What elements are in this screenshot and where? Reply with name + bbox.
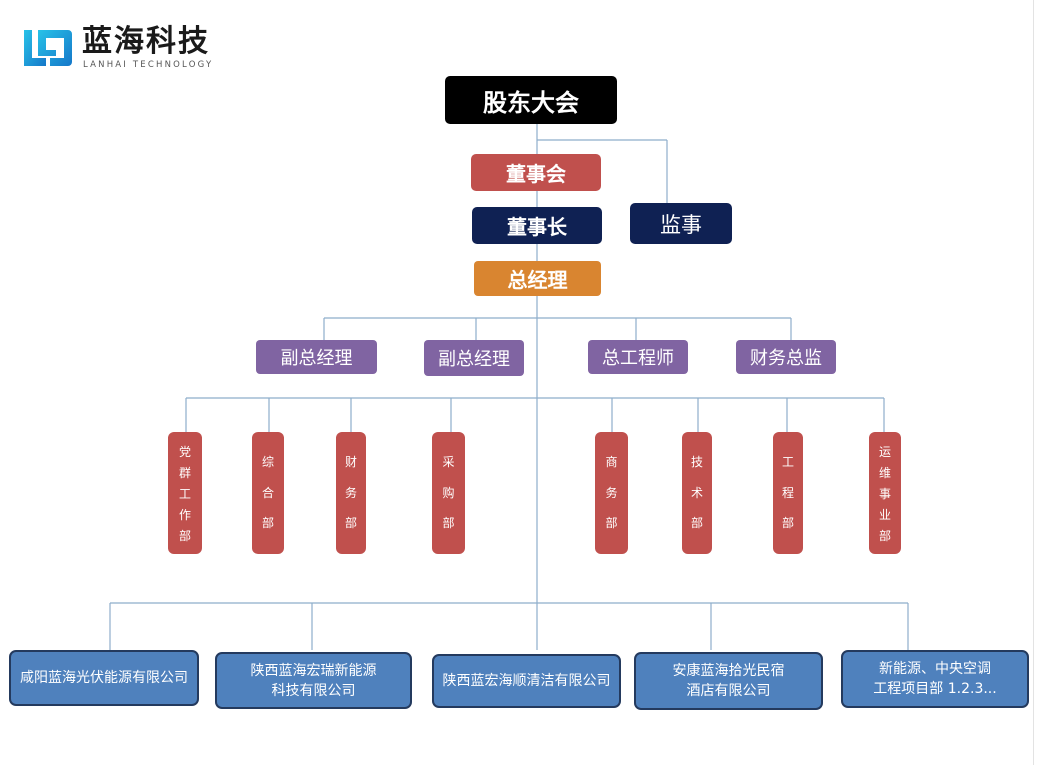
department-label-char: 工 (781, 454, 794, 469)
department-label-char: 部 (442, 516, 455, 531)
department-label-char: 工 (178, 487, 191, 501)
department-node: 党群工作部 (168, 432, 202, 554)
subsidiary-company-node: 新能源、中央空调 工程项目部 1.2.3... (841, 650, 1029, 708)
executive-node-deputy-gm-2: 副总经理 (424, 340, 524, 376)
department-label-char: 事 (878, 487, 891, 501)
logo-mark-icon (24, 30, 72, 66)
department-label-char: 采 (442, 454, 455, 469)
department-node: 工程部 (773, 432, 803, 554)
subsidiary-company-node: 陕西蓝海宏瑞新能源 科技有限公司 (215, 652, 412, 709)
department-label-char: 技 (690, 454, 703, 469)
department-label-char: 运 (878, 445, 891, 459)
department-label-char: 部 (690, 516, 703, 531)
department-node: 财务部 (336, 432, 366, 554)
department-label-char: 综 (261, 454, 274, 469)
department-label-char: 商 (605, 454, 618, 469)
department-label-char: 务 (605, 485, 618, 500)
department-label-char: 业 (878, 508, 891, 522)
department-label-char: 群 (178, 466, 191, 480)
company-logo: 蓝海科技 LANHAI TECHNOLOGY (20, 24, 240, 72)
board-of-directors-node: 董事会 (471, 154, 601, 191)
general-manager-node: 总经理 (474, 261, 601, 296)
logo-name-cn: 蓝海科技 (82, 24, 210, 59)
executive-node-deputy-gm-1: 副总经理 (256, 340, 377, 374)
department-label-char: 财 (344, 454, 357, 469)
chairman-node: 董事长 (472, 207, 602, 244)
shareholders-meeting-node: 股东大会 (445, 76, 617, 124)
department-node: 技术部 (682, 432, 712, 554)
department-label-char: 购 (442, 485, 455, 500)
department-label-char: 部 (605, 516, 618, 531)
supervisor-node: 监事 (630, 203, 732, 244)
department-label-char: 部 (781, 516, 794, 531)
subsidiary-company-node: 咸阳蓝海光伏能源有限公司 (9, 650, 199, 706)
department-label-char: 合 (261, 485, 274, 500)
department-label-char: 部 (261, 516, 274, 531)
department-label-char: 部 (344, 516, 357, 531)
department-label-char: 术 (690, 485, 703, 500)
department-node: 运维事业部 (869, 432, 901, 554)
department-label-char: 程 (781, 485, 794, 500)
department-label-char: 务 (344, 485, 357, 500)
department-node: 综合部 (252, 432, 284, 554)
department-label-char: 作 (178, 508, 191, 522)
department-label-char: 党 (178, 445, 191, 459)
subsidiary-company-node: 安康蓝海拾光民宿 酒店有限公司 (634, 652, 823, 710)
executive-node-cfo: 财务总监 (736, 340, 836, 374)
subsidiary-company-node: 陕西蓝宏海顺清洁有限公司 (432, 654, 621, 708)
department-node: 商务部 (595, 432, 628, 554)
department-node: 采购部 (432, 432, 465, 554)
department-label-char: 部 (178, 529, 191, 543)
page-edge-rule (1033, 0, 1034, 765)
department-label-char: 维 (878, 466, 891, 480)
executive-node-chief-engineer: 总工程师 (588, 340, 688, 374)
department-label-char: 部 (878, 529, 891, 543)
logo-name-en: LANHAI TECHNOLOGY (83, 60, 214, 70)
